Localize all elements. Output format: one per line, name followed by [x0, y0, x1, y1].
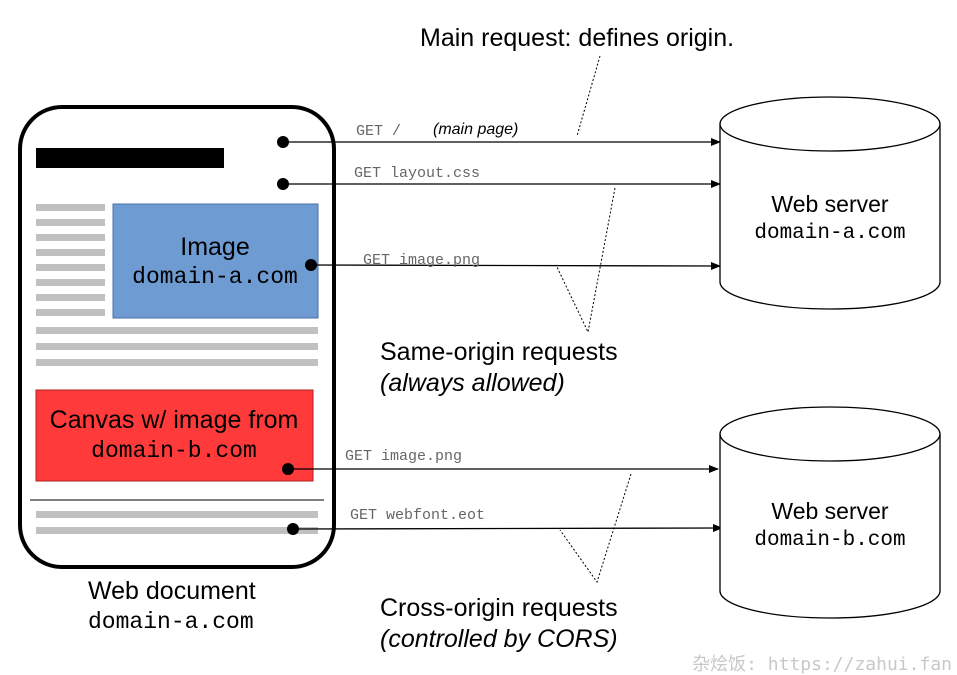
callout-cross-origin: [559, 473, 632, 584]
web-document-label: Web document: [88, 577, 256, 605]
web-server-b: Web server domain-b.com: [719, 406, 941, 619]
document-header-bar: [36, 148, 224, 168]
image-box-domain: domain-a.com: [132, 264, 298, 290]
web-server-b-title: Web server: [771, 498, 889, 524]
watermark: 杂烩饭: https://zahui.fan: [692, 654, 952, 675]
label-get-root: GET /: [356, 123, 401, 140]
arrow-get-image-a: [310, 261, 721, 270]
document-text-lines-long: [36, 327, 318, 366]
web-server-b-domain: domain-b.com: [754, 529, 905, 552]
same-origin-subtitle: (always allowed): [380, 369, 565, 397]
callout-lines: [555, 55, 632, 584]
canvas-box-domain: domain-b.com: [91, 438, 257, 464]
label-main-page: (main page): [433, 121, 518, 138]
web-server-a-title: Web server: [771, 191, 889, 217]
canvas-box: [35, 389, 314, 482]
cross-origin-title: Cross-origin requests: [380, 594, 618, 622]
web-server-a: Web server domain-a.com: [719, 96, 941, 310]
main-request-note: Main request: defines origin.: [420, 24, 734, 52]
canvas-box-title: Canvas w/ image from: [50, 406, 299, 434]
arrow-get-webfont: [292, 524, 723, 533]
label-get-image-b: GET image.png: [345, 448, 462, 465]
label-get-webfont: GET webfont.eot: [350, 507, 485, 524]
label-get-layout: GET layout.css: [354, 165, 480, 182]
web-server-a-domain: domain-a.com: [754, 222, 905, 245]
callout-main-request: [576, 55, 601, 137]
image-box: [112, 203, 319, 319]
same-origin-title: Same-origin requests: [380, 338, 618, 366]
image-box-title: Image: [180, 233, 249, 261]
web-document-domain: domain-a.com: [88, 609, 254, 635]
cross-origin-subtitle: (controlled by CORS): [380, 625, 618, 653]
request-arrows: [283, 138, 723, 533]
request-origin-dots: [277, 136, 317, 535]
callout-same-origin: [555, 187, 616, 334]
document-text-lines-bottom: [36, 511, 318, 534]
web-document-frame: [18, 105, 336, 569]
label-get-image-a: GET image.png: [363, 252, 480, 269]
document-text-lines-short: [36, 204, 105, 316]
